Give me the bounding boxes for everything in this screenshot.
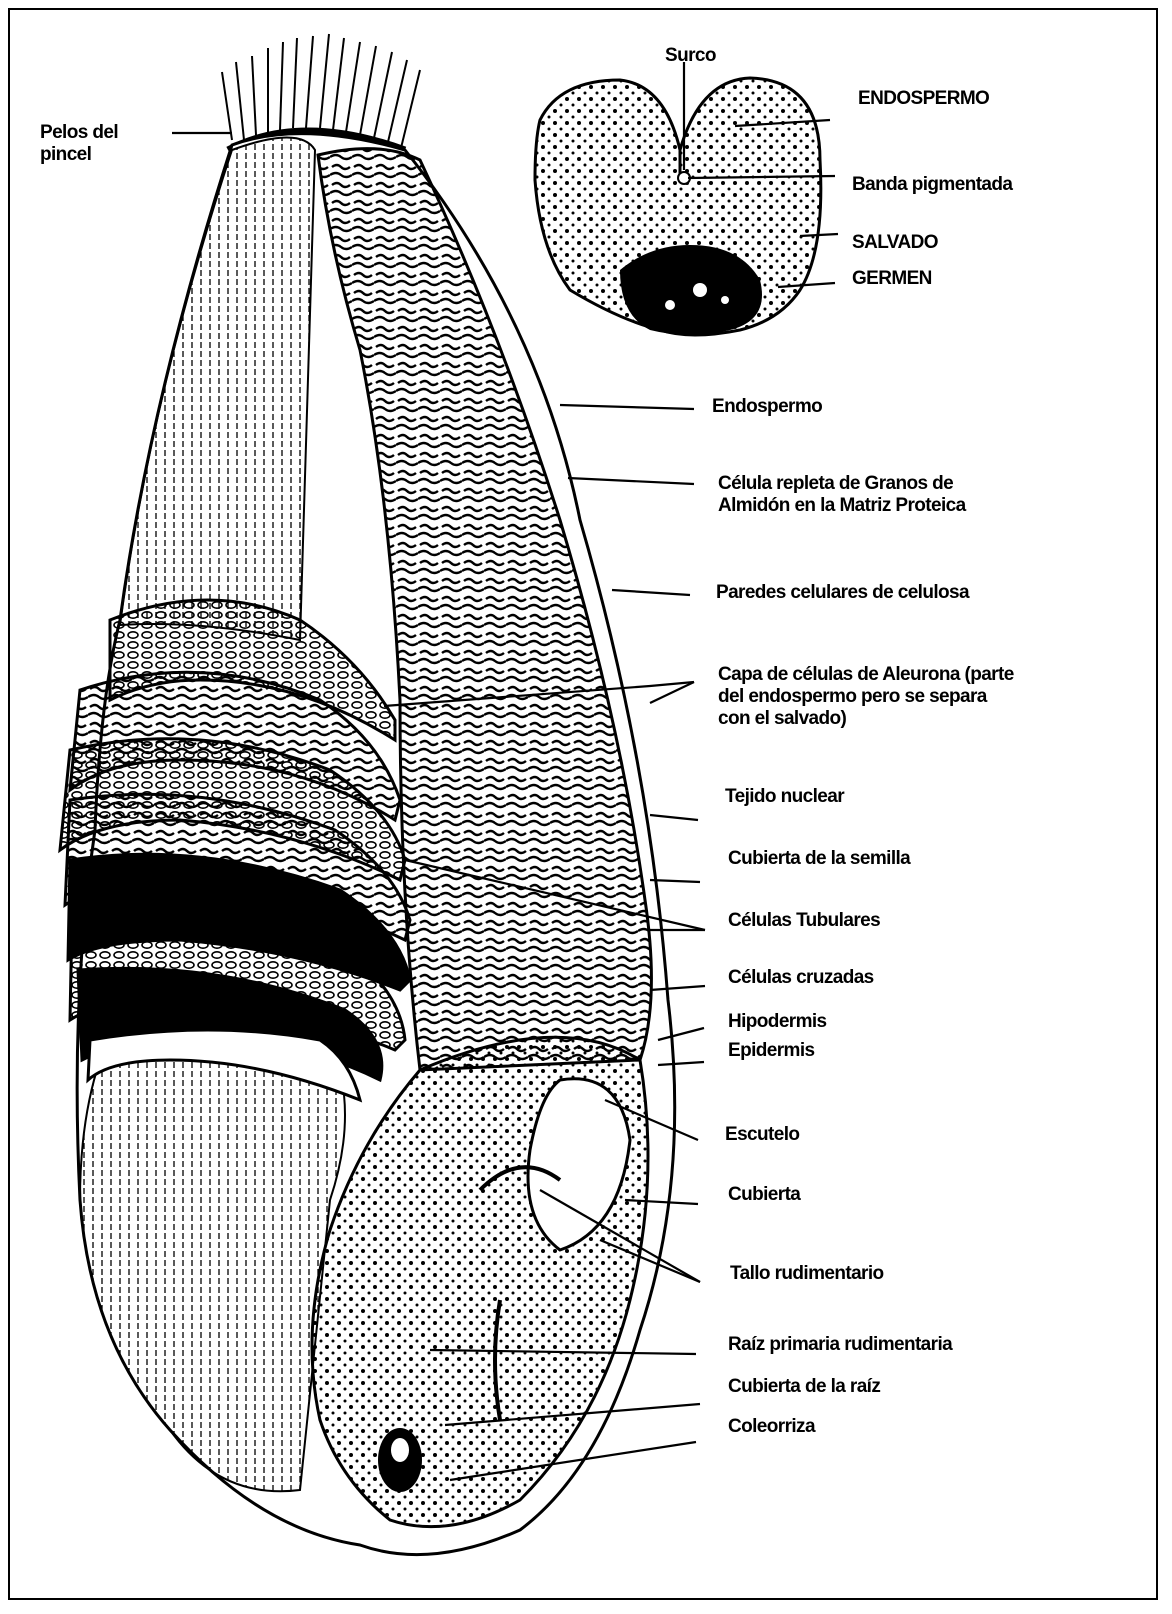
label-paredes-celulares: Paredes celulares de celulosa [716,582,969,604]
cross-section-inset [535,78,821,335]
label-pelos-del-pincel: Pelos del pincel [40,122,118,166]
label-germen: GERMEN [852,268,932,290]
label-coleorriza: Coleorriza [728,1416,815,1438]
label-cubierta: Cubierta [728,1184,800,1206]
label-cubierta-semilla: Cubierta de la semilla [728,848,910,870]
label-endospermo: Endospermo [712,396,822,418]
label-tejido-nuclear: Tejido nuclear [725,786,844,808]
label-celula-repleta: Célula repleta de Granos de Almidón en l… [718,473,966,517]
label-capa-aleurona: Capa de células de Aleurona (parte del e… [718,664,1014,730]
label-endosperm-upper: ENDOSPERMO [858,88,989,110]
label-celulas-tubulares: Células Tubulares [728,910,880,932]
label-raiz-primaria: Raíz primaria rudimentaria [728,1334,952,1356]
label-hipodermis: Hipodermis [728,1011,827,1033]
label-escutelo: Escutelo [725,1124,799,1146]
label-tallo-rudimentario: Tallo rudimentario [730,1263,884,1285]
label-salvado: SALVADO [852,232,938,254]
label-banda-pigmentada: Banda pigmentada [852,174,1012,196]
label-surco: Surco [665,45,716,67]
bran-layers [60,600,410,1100]
label-celulas-cruzadas: Células cruzadas [728,967,874,989]
label-cubierta-raiz: Cubierta de la raíz [728,1376,880,1398]
label-epidermis: Epidermis [728,1040,814,1062]
